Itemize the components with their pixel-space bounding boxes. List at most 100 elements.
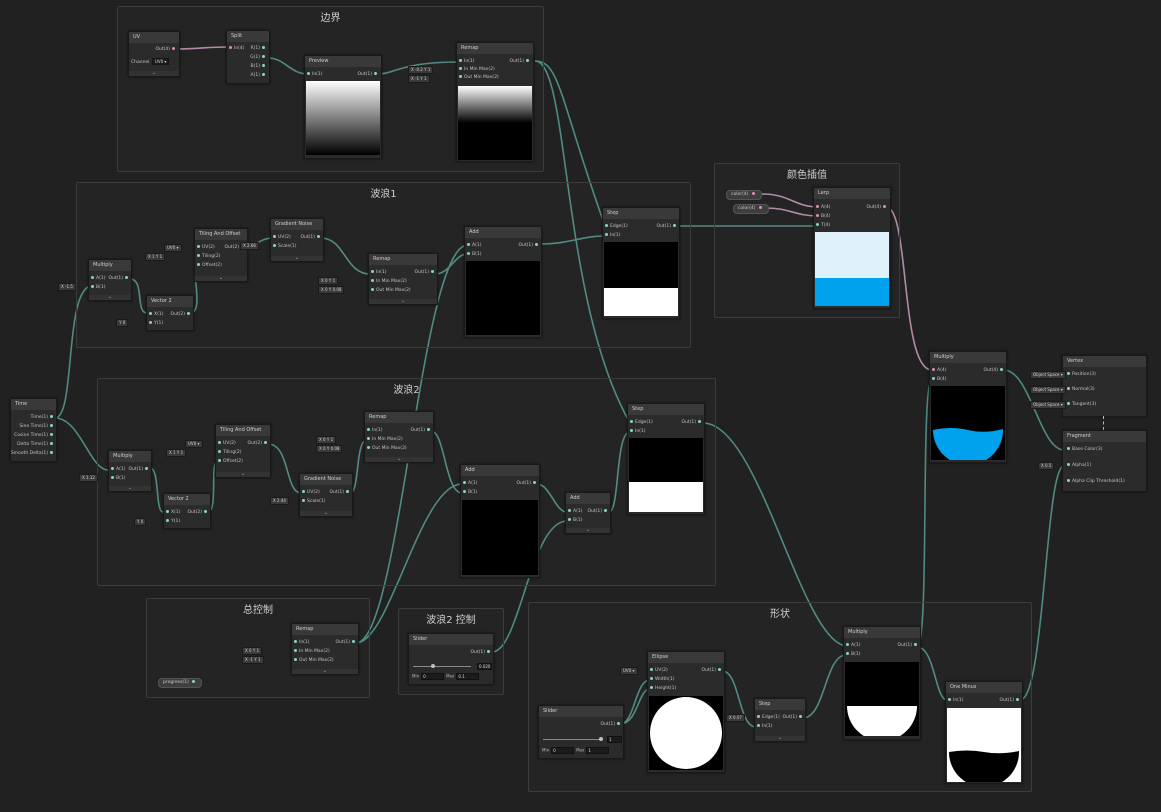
input-port[interactable] (463, 490, 466, 493)
input-port[interactable] (367, 428, 370, 431)
multiply-w1-b-field[interactable]: X -1.5 (58, 283, 76, 291)
input-port[interactable] (568, 509, 571, 512)
vector2-w1-node[interactable]: Vector 2 X(1) Y(1) Out(2) (146, 295, 194, 331)
noise-w1-scale-field[interactable]: X 2.66 (240, 242, 259, 250)
collapse-toggle[interactable]: ⌄ (365, 457, 433, 462)
fragment-clip-field[interactable]: X 0.5 (1038, 462, 1055, 470)
remap-w1-in-field[interactable]: X 0 Y 1 (318, 277, 339, 285)
tiling-w2-uv-field[interactable]: UV0 ▾ (185, 440, 203, 448)
input-port[interactable] (650, 686, 653, 689)
output-port[interactable] (50, 424, 53, 427)
input-port[interactable] (367, 437, 370, 440)
multiply-w2-node[interactable]: Multiply A(1) B(1) Out(1) ⌄ (108, 450, 152, 492)
collapse-toggle[interactable]: ⌄ (271, 256, 323, 261)
add-w1-node[interactable]: Add A(1) B(1) Out(1) (464, 226, 542, 338)
output-port[interactable] (262, 55, 265, 58)
output-port[interactable] (374, 72, 377, 75)
input-port[interactable] (149, 312, 152, 315)
slider-max-field[interactable]: 0.1 (456, 673, 480, 680)
remap-master-out-field[interactable]: X -1 Y 1 (242, 656, 264, 664)
noise-w2-scale-field[interactable]: X 2.44 (270, 497, 289, 505)
slider-track[interactable] (543, 739, 603, 740)
input-port[interactable] (166, 519, 169, 522)
input-port[interactable] (816, 214, 819, 217)
input-port[interactable] (302, 499, 305, 502)
output-port[interactable] (914, 643, 917, 646)
input-port[interactable] (371, 288, 374, 291)
input-port[interactable] (294, 640, 297, 643)
tiling-w2-node[interactable]: Tiling And Offset UV(2) Tiling(2) Offset… (215, 424, 271, 478)
output-port[interactable] (262, 73, 265, 76)
output-port[interactable] (1016, 698, 1019, 701)
output-port[interactable] (526, 59, 529, 62)
output-port[interactable] (50, 451, 53, 454)
input-port[interactable] (650, 668, 653, 671)
vertex-normal-space[interactable]: Object Space ▾ (1030, 386, 1066, 394)
tiling-w2-tiling-field[interactable]: X 1 Y 1 (166, 449, 187, 457)
output-port[interactable] (431, 270, 434, 273)
ellipse-node[interactable]: Ellipse UV(2) Width(1) Height(1) Out(1) (647, 651, 725, 773)
input-port[interactable] (111, 476, 114, 479)
remap-w2-out-field[interactable]: X 0 Y 0.08 (316, 445, 343, 453)
slider-value-field[interactable]: 1 (607, 736, 622, 743)
input-port[interactable] (650, 677, 653, 680)
input-port[interactable] (367, 446, 370, 449)
split-node[interactable]: Split In(4) R(1) G(1) B(1) A(1) (226, 30, 270, 84)
input-port[interactable] (932, 377, 935, 380)
input-port[interactable] (294, 658, 297, 661)
input-port[interactable] (1067, 387, 1070, 390)
input-port[interactable] (302, 490, 305, 493)
time-node[interactable]: Time Time(1) Sine Time(1) Cosine Time(1)… (10, 398, 57, 462)
slider-min-field[interactable]: 0 (421, 673, 445, 680)
oneminus-node[interactable]: One Minus In(1) Out(1) (945, 681, 1023, 784)
input-port[interactable] (846, 643, 849, 646)
vertex-position-space[interactable]: Object Space ▾ (1030, 371, 1066, 379)
progress-property[interactable]: progress(1) (158, 678, 203, 688)
output-port[interactable] (262, 46, 265, 49)
slider-thumb[interactable] (431, 664, 435, 668)
output-port[interactable] (427, 428, 430, 431)
color-a-property[interactable]: color(4) (726, 190, 762, 200)
output-port[interactable] (487, 650, 490, 653)
remap-w1-out-field[interactable]: X 0 Y 0.08 (318, 286, 345, 294)
ellipse-uv-field[interactable]: UV0 ▾ (620, 667, 638, 675)
multiply-w1-node[interactable]: Multiply A(1) B(1) Out(1) ⌄ (88, 259, 132, 301)
uv-node[interactable]: UV Out(4) Channel UV0 ▾ ⌄ (128, 31, 180, 77)
output-port[interactable] (50, 415, 53, 418)
slider-value-field[interactable]: 0.020 (477, 663, 492, 670)
collapse-toggle[interactable]: ⌄ (89, 295, 131, 300)
output-port[interactable] (533, 481, 536, 484)
multiply-main-node[interactable]: Multiply A(4) B(4) Out(4) (929, 351, 1007, 463)
output-port[interactable] (262, 64, 265, 67)
collapse-toggle[interactable]: ⌄ (216, 472, 270, 477)
step-w2-node[interactable]: Step Edge(1) In(1) Out(1) (627, 403, 705, 515)
input-port[interactable] (757, 724, 760, 727)
input-port[interactable] (91, 285, 94, 288)
input-port[interactable] (568, 518, 571, 521)
input-port[interactable] (218, 441, 221, 444)
collapse-toggle[interactable]: ⌄ (109, 486, 151, 491)
input-port[interactable] (218, 450, 221, 453)
output-port[interactable] (125, 276, 128, 279)
output-port[interactable] (145, 467, 148, 470)
input-port[interactable] (218, 459, 221, 462)
fragment-node[interactable]: Fragment Base Color(3) Alpha(1) Alpha Cl… (1062, 430, 1147, 492)
output-port[interactable] (187, 312, 190, 315)
input-port[interactable] (605, 224, 608, 227)
vector2-w2-y-field[interactable]: Y 0 (134, 518, 147, 526)
input-port[interactable] (846, 652, 849, 655)
remap-top-inminmax-field[interactable]: X -0.2 Y 1 (408, 66, 434, 74)
remap-w2-node[interactable]: Remap In(1) In Min Max(2) Out Min Max(2)… (364, 411, 434, 463)
collapse-toggle[interactable]: ⌄ (369, 299, 437, 304)
output-port[interactable] (352, 640, 355, 643)
noise-w1-node[interactable]: Gradient Noise UV(2) Scale(1) Out(1) ⌄ (270, 218, 324, 262)
preview-node[interactable]: Preview In(1) Out(1) (304, 55, 382, 159)
input-port[interactable] (630, 420, 633, 423)
collapse-toggle[interactable]: ⌄ (129, 71, 179, 76)
collapse-toggle[interactable]: ⌄ (755, 736, 805, 741)
output-port[interactable] (604, 509, 607, 512)
input-port[interactable] (229, 46, 232, 49)
input-port[interactable] (166, 510, 169, 513)
input-port[interactable] (467, 243, 470, 246)
